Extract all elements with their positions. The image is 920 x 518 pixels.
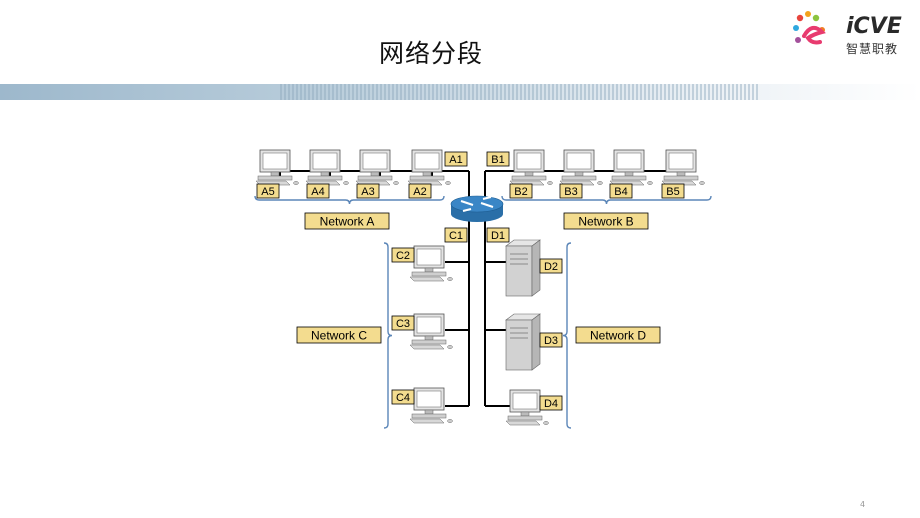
host-label-d3: D3 xyxy=(539,332,563,348)
host-label-b4: B4 xyxy=(609,183,633,199)
port-label-c1: C1 xyxy=(444,227,468,243)
network-d-server xyxy=(505,239,541,297)
svg-text:B1: B1 xyxy=(491,154,504,166)
logo-brand: iCVE xyxy=(846,14,902,39)
host-label-b2: B2 xyxy=(509,183,533,199)
svg-text:B2: B2 xyxy=(514,186,527,198)
network-b-pc xyxy=(509,149,553,186)
host-label-b3: B3 xyxy=(559,183,583,199)
host-label-d2: D2 xyxy=(539,258,563,274)
host-label-d4: D4 xyxy=(539,395,563,411)
svg-text:D4: D4 xyxy=(544,398,558,410)
network-b-pc xyxy=(609,149,653,186)
host-label-a4: A4 xyxy=(306,183,330,199)
network-b-pc xyxy=(661,149,705,186)
network-c-label: Network C xyxy=(296,326,382,344)
slide-title: 网络分段 xyxy=(378,39,483,68)
svg-text:D1: D1 xyxy=(491,230,505,242)
icve-logo-icon xyxy=(793,11,826,45)
network-d-label: Network D xyxy=(575,326,661,344)
router-icon xyxy=(450,195,504,222)
svg-text:Network A: Network A xyxy=(320,214,375,228)
network-c-bracket xyxy=(383,242,393,429)
svg-text:A3: A3 xyxy=(361,186,374,198)
svg-text:Network C: Network C xyxy=(311,328,367,342)
network-b-pc xyxy=(559,149,603,186)
svg-text:B4: B4 xyxy=(614,186,627,198)
network-a-bracket xyxy=(254,195,445,205)
page-number: 4 xyxy=(860,500,866,509)
network-a-pc xyxy=(355,149,399,186)
svg-text:B5: B5 xyxy=(666,186,679,198)
host-label-c4: C4 xyxy=(391,389,415,405)
svg-text:Network B: Network B xyxy=(578,214,633,228)
svg-text:D3: D3 xyxy=(544,335,558,347)
svg-text:C3: C3 xyxy=(396,318,410,330)
network-b-bracket xyxy=(501,195,712,205)
logo-subtitle: 智慧职教 xyxy=(846,42,899,56)
svg-text:A5: A5 xyxy=(261,186,274,198)
svg-text:C1: C1 xyxy=(449,230,463,242)
svg-text:A2: A2 xyxy=(413,186,426,198)
port-label-b1: B1 xyxy=(486,151,510,167)
network-c-pc xyxy=(409,387,453,424)
host-label-b5: B5 xyxy=(661,183,685,199)
svg-text:A4: A4 xyxy=(311,186,324,198)
network-a-pc xyxy=(255,149,299,186)
host-label-a5: A5 xyxy=(256,183,280,199)
svg-text:C4: C4 xyxy=(396,392,410,404)
network-a-pc xyxy=(407,149,451,186)
network-c-pc xyxy=(409,245,453,282)
network-d-server xyxy=(505,313,541,371)
network-a-pc xyxy=(305,149,349,186)
port-label-a1: A1 xyxy=(444,151,468,167)
header-band xyxy=(0,84,920,100)
network-b-label: Network B xyxy=(563,212,649,230)
port-label-d1: D1 xyxy=(486,227,510,243)
svg-text:Network D: Network D xyxy=(590,328,646,342)
network-a-label: Network A xyxy=(304,212,390,230)
host-label-a3: A3 xyxy=(356,183,380,199)
host-label-a2: A2 xyxy=(408,183,432,199)
host-label-c3: C3 xyxy=(391,315,415,331)
svg-text:A1: A1 xyxy=(449,154,462,166)
svg-text:B3: B3 xyxy=(564,186,577,198)
svg-text:D2: D2 xyxy=(544,261,558,273)
network-d-bracket xyxy=(562,242,572,429)
host-label-c2: C2 xyxy=(391,247,415,263)
network-c-pc xyxy=(409,313,453,350)
svg-text:C2: C2 xyxy=(396,250,410,262)
